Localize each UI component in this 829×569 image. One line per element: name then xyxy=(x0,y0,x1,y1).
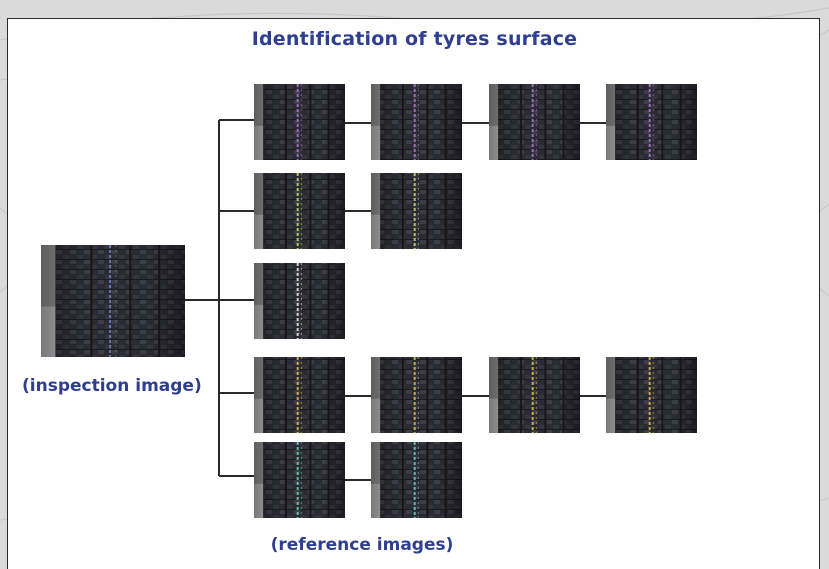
reference-tyre-image xyxy=(254,84,345,160)
reference-tyre-image xyxy=(371,84,462,160)
reference-tyre-image xyxy=(254,263,345,339)
reference-tyre-image xyxy=(371,173,462,249)
reference-tyre-image xyxy=(606,84,697,160)
reference-tyre-image xyxy=(606,357,697,433)
reference-tyre-image xyxy=(489,357,580,433)
reference-tyre-image xyxy=(489,84,580,160)
inspection-tyre-image xyxy=(41,245,186,357)
reference-tyre-image xyxy=(371,442,462,518)
figure-title: Identification of tyres surface xyxy=(251,28,578,50)
connector-lines xyxy=(185,119,606,481)
reference-images-label: (reference images) xyxy=(270,535,454,555)
reference-tyre-image xyxy=(254,357,345,433)
reference-tyre-image xyxy=(254,173,345,249)
reference-tyre-image xyxy=(371,357,462,433)
inspection-image-label: (inspection image) xyxy=(22,376,202,396)
reference-tyre-image xyxy=(254,442,345,518)
